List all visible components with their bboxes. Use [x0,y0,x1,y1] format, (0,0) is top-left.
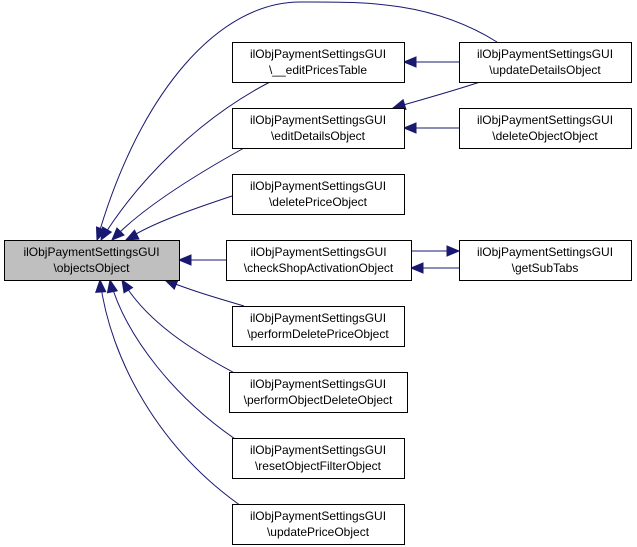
node-class-label: ilObjPaymentSettingsGUI [250,509,386,523]
edge-checkShopActivationObject-to-getSubTabs [411,245,461,257]
node-box [459,240,632,281]
edge-resetObjectFilterObject-to-objectsObject [106,278,245,446]
edge-updateDetailsObject-to-editPricesTable [402,56,459,68]
node-box [232,438,405,479]
arrowhead-icon [446,245,461,257]
node-updateDetailsObject[interactable]: ilObjPaymentSettingsGUI \updateDetailsObj… [459,42,632,83]
node-checkShopActivationObject[interactable]: ilObjPaymentSettingsGUI \checkShopActivat… [226,240,412,281]
node-method-label: \resetObjectFilterObject [255,459,382,473]
edge-deletePriceObject-to-objectsObject [124,195,233,241]
node-method-label: \deletePriceObject [269,195,368,209]
node-box [459,42,632,83]
edge-editDetailsObject-to-objectsObject [111,147,245,241]
edge-checkShopActivationObject-to-objectsObject [177,254,226,266]
edge-line [100,81,271,241]
node-class-label: ilObjPaymentSettingsGUI [477,113,613,127]
edge-deleteObjectObject-to-editDetailsObject [402,122,459,134]
node-class-label: ilObjPaymentSettingsGUI [477,245,613,259]
arrowhead-icon [163,279,179,290]
edge-updateDetailsObject-to-objectsObject [95,1,498,242]
edge-line [109,279,245,446]
node-performDeletePriceObject[interactable]: ilObjPaymentSettingsGUI \performDeletePri… [232,306,405,347]
node-box [4,240,180,281]
node-method-label: \updateDetailsObject [489,63,601,77]
edge-line [96,1,498,241]
edge-line [125,195,233,241]
node-editPricesTable[interactable]: ilObjPaymentSettingsGUI \__editPricesTabl… [232,42,405,83]
arrowhead-icon [106,278,119,294]
edge-line [111,147,245,241]
node-box [226,240,412,281]
node-method-label: \deleteObjectObject [492,129,598,143]
node-method-label: \getSubTabs [512,261,579,275]
arrowhead-icon [391,98,407,110]
node-class-label: ilObjPaymentSettingsGUI [477,47,613,61]
node-getSubTabs[interactable]: ilObjPaymentSettingsGUI \getSubTabs [459,240,632,281]
node-class-label: ilObjPaymentSettingsGUI [250,179,386,193]
node-class-label: ilObjPaymentSettingsGUI [250,311,386,325]
node-performObjectDeleteObject[interactable]: ilObjPaymentSettingsGUI \performObjectDel… [229,372,408,413]
arrowhead-icon [402,122,417,134]
node-class-label: ilObjPaymentSettingsGUI [250,245,386,259]
arrowhead-icon [95,278,107,293]
node-resetObjectFilterObject[interactable]: ilObjPaymentSettingsGUI \resetObjectFilte… [232,438,405,479]
node-box [229,372,408,413]
node-method-label: \checkShopActivationObject [244,261,394,275]
edge-performDeletePriceObject-to-objectsObject [163,279,245,307]
node-box [459,108,632,149]
node-class-label: ilObjPaymentSettingsGUI [250,443,386,457]
node-method-label: \__editPricesTable [269,63,367,77]
node-box [232,42,405,83]
node-deletePriceObject[interactable]: ilObjPaymentSettingsGUI \deletePriceObjec… [232,174,405,215]
arrowhead-icon [111,227,125,241]
edge-editPricesTable-to-objectsObject [100,81,271,242]
node-method-label: \performObjectDeleteObject [244,393,393,407]
arrowhead-icon [95,226,107,242]
node-class-label: ilObjPaymentSettingsGUI [23,245,159,259]
node-deleteObjectObject[interactable]: ilObjPaymentSettingsGUI \deleteObjectObje… [459,108,632,149]
node-box [232,306,405,347]
node-method-label: \updatePriceObject [267,525,370,539]
node-objectsObject[interactable]: ilObjPaymentSettingsGUI \objectsObject [4,240,180,281]
edge-performObjectDeleteObject-to-objectsObject [121,278,245,379]
arrowhead-icon [121,278,134,294]
arrowhead-icon [177,254,192,266]
node-class-label: ilObjPaymentSettingsGUI [250,113,386,127]
nodes-layer: ilObjPaymentSettingsGUI\objectsObjectilO… [4,42,632,545]
node-class-label: ilObjPaymentSettingsGUI [250,47,386,61]
edge-line [99,279,245,509]
node-method-label: \editDetailsObject [271,129,366,143]
edge-getSubTabs-to-checkShopActivationObject [409,262,459,274]
arrowhead-icon [124,229,140,241]
arrowhead-icon [409,262,424,274]
node-box [232,174,405,215]
node-editDetailsObject[interactable]: ilObjPaymentSettingsGUI \editDetailsObjec… [232,108,405,149]
edge-updatePriceObject-to-objectsObject [95,278,245,509]
arrowhead-icon [402,56,417,68]
edge-line [121,279,245,379]
node-method-label: \performDeletePriceObject [247,327,389,341]
node-updatePriceObject[interactable]: ilObjPaymentSettingsGUI \updatePriceObjec… [232,504,405,545]
edges-layer [95,1,498,509]
edge-updateDetailsObject-to-editDetailsObject [391,81,481,110]
edge-line [392,81,481,109]
node-class-label: ilObjPaymentSettingsGUI [250,377,386,391]
node-box [232,108,405,149]
node-method-label: \objectsObject [53,261,130,275]
node-box [232,504,405,545]
